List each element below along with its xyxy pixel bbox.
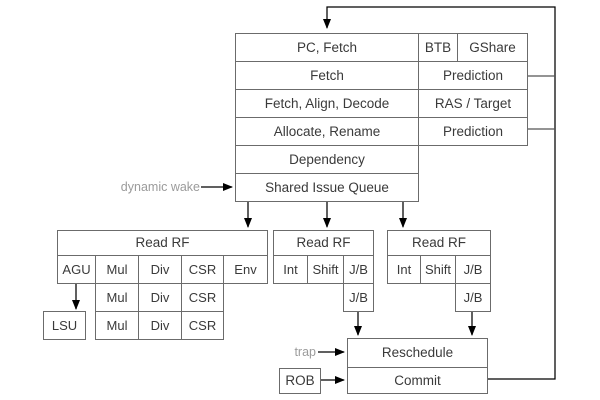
mul-cell: Mul: [95, 311, 139, 340]
jb-cell: J/B: [455, 283, 491, 312]
csr-cell: CSR: [181, 311, 224, 340]
div-cell: Div: [138, 311, 182, 340]
mul-cell: Mul: [95, 283, 139, 312]
stage-fetch: Fetch: [235, 61, 419, 90]
reschedule-box: Reschedule: [347, 338, 488, 368]
lsu-box: LSU: [43, 311, 86, 340]
mul-cell: Mul: [95, 255, 139, 284]
prediction-rename-box: Prediction: [418, 117, 528, 146]
btb-box: BTB: [418, 33, 458, 62]
stage-allocate-rename: Allocate, Rename: [235, 117, 419, 146]
prediction-fetch-box: Prediction: [418, 61, 528, 90]
csr-cell: CSR: [181, 283, 224, 312]
ras-target-box: RAS / Target: [418, 89, 528, 118]
shift-cell: Shift: [307, 255, 344, 284]
stage-dependency: Dependency: [235, 145, 419, 174]
jb-cell: J/B: [343, 255, 374, 284]
jb-cell: J/B: [343, 283, 374, 312]
readrf3-header: Read RF: [387, 230, 491, 256]
div-cell: Div: [138, 283, 182, 312]
csr-cell: CSR: [181, 255, 224, 284]
readrf1-header: Read RF: [57, 230, 268, 256]
commit-box: Commit: [347, 367, 488, 394]
stage-pc-fetch: PC, Fetch: [235, 33, 419, 62]
int-cell: Int: [273, 255, 308, 284]
rob-box: ROB: [279, 368, 321, 394]
readrf2-header: Read RF: [273, 230, 374, 256]
gshare-box: GShare: [457, 33, 528, 62]
shift-cell: Shift: [420, 255, 456, 284]
trap-label: trap: [294, 345, 316, 359]
stage-shared-issue-queue: Shared Issue Queue: [235, 173, 419, 202]
jb-cell: J/B: [455, 255, 491, 284]
agu-cell: AGU: [57, 255, 96, 284]
int-cell: Int: [387, 255, 421, 284]
dynamic-wake-label: dynamic wake: [120, 180, 200, 194]
div-cell: Div: [138, 255, 182, 284]
stage-fetch-align-decode: Fetch, Align, Decode: [235, 89, 419, 118]
env-cell: Env: [223, 255, 268, 284]
